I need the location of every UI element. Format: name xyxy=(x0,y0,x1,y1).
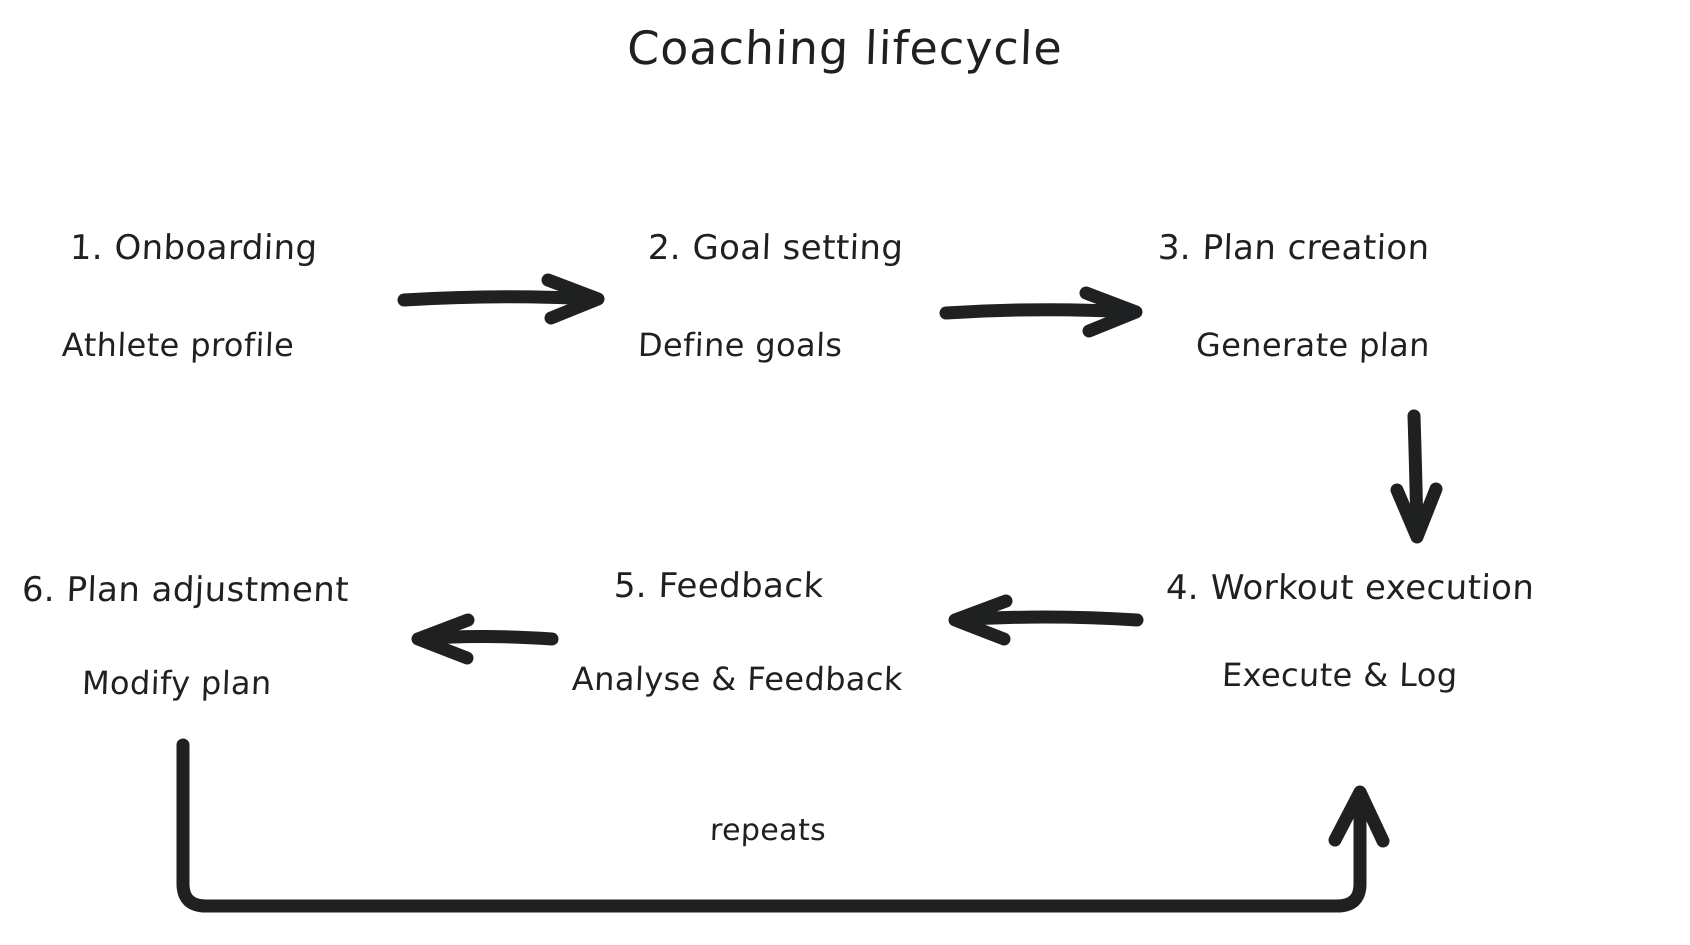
node-onboarding-subtitle[interactable]: Athlete profile xyxy=(61,326,295,364)
node-workout-execution-title[interactable]: 4. Workout execution xyxy=(1165,568,1536,608)
node-plan-adjustment-title[interactable]: 6. Plan adjustment xyxy=(21,570,350,610)
edge-goal-setting-to-plan-creation xyxy=(939,286,1143,338)
node-goal-setting-title[interactable]: 2. Goal setting xyxy=(647,228,905,268)
edge-workout-execution-to-feedback xyxy=(948,594,1144,646)
edge-label-repeats: repeats xyxy=(699,813,837,848)
node-plan-creation-subtitle[interactable]: Generate plan xyxy=(1195,326,1431,364)
node-goal-setting-subtitle[interactable]: Define goals xyxy=(637,326,844,364)
edge-onboarding-to-goal-setting xyxy=(397,273,605,325)
page-title: Coaching lifecycle xyxy=(626,21,1064,75)
node-feedback-subtitle[interactable]: Analyse & Feedback xyxy=(571,660,904,698)
node-plan-adjustment-subtitle[interactable]: Modify plan xyxy=(81,664,273,702)
node-onboarding-title[interactable]: 1. Onboarding xyxy=(69,228,319,268)
node-feedback-title[interactable]: 5. Feedback xyxy=(613,566,825,606)
node-workout-execution-subtitle[interactable]: Execute & Log xyxy=(1221,656,1459,694)
node-plan-creation-title[interactable]: 3. Plan creation xyxy=(1157,228,1431,268)
edge-plan-creation-to-workout-execution xyxy=(1390,409,1443,544)
edge-feedback-to-plan-adjustment xyxy=(411,613,559,665)
